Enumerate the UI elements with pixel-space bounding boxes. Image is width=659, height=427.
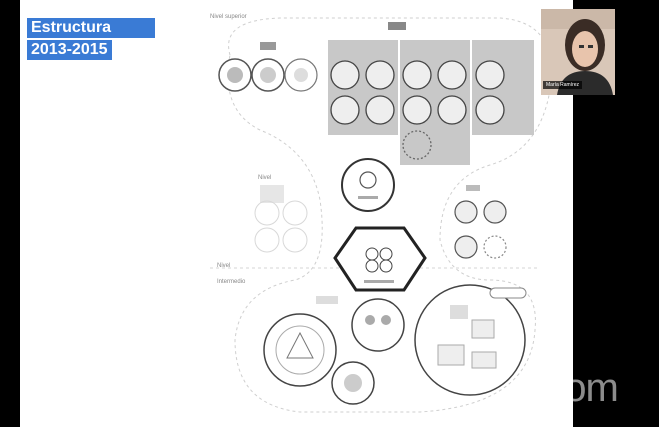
bottom-group	[263, 284, 527, 405]
top-left-group	[218, 42, 318, 92]
diagram-intermediate-label: Intermedio	[217, 279, 246, 285]
diagram-level-label: Nivel	[217, 263, 231, 269]
zoom-logo-text: zoom	[524, 366, 619, 410]
slide-title-line-1: Estructura	[27, 18, 155, 38]
slide-title: Estructura 2013-2015	[27, 18, 162, 66]
shared-slide: Estructura 2013-2015 Nivel superior Nive…	[20, 0, 573, 427]
slide-title-line-2: 2013-2015	[27, 40, 112, 60]
diagram-top-left-label: Nivel superior	[210, 14, 247, 20]
diagram-left-group-label: Nivel	[258, 175, 272, 181]
zoom-watermark: zoom	[524, 366, 619, 410]
hexagon-node	[333, 226, 427, 292]
participant-avatar	[541, 9, 615, 95]
left-faded-group	[254, 185, 308, 253]
central-node	[341, 158, 395, 212]
top-right-panels	[328, 22, 534, 165]
participant-name: María Ramírez	[543, 81, 583, 89]
organization-diagram	[210, 17, 552, 413]
participant-video[interactable]: María Ramírez	[541, 9, 615, 95]
right-group	[454, 185, 507, 259]
